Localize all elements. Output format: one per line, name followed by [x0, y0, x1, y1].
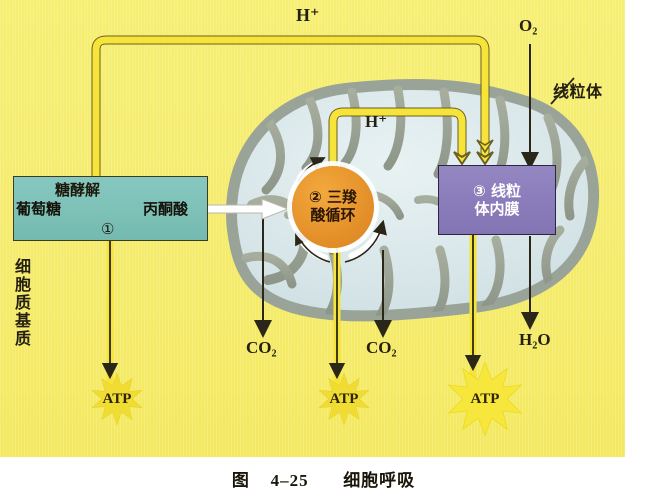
oxygen-label: O₂ — [519, 16, 538, 35]
cytoplasm-char: 基 — [14, 310, 31, 330]
arrow-to-co2-left — [208, 211, 272, 338]
tca-line-2: 酸循环 — [310, 206, 356, 224]
mitochondrion-label: 线粒体 — [553, 82, 603, 101]
inner-membrane-box[interactable]: ③ 线粒 体内膜 — [438, 165, 556, 235]
co2-label-left: CO₂ — [246, 338, 277, 357]
caption-title: 细胞呼吸 — [343, 471, 416, 491]
atp-star-glycolysis: ATP — [86, 372, 148, 426]
glycolysis-title: 糖酵解 — [55, 181, 101, 199]
tca-line-1: ② 三羧 — [309, 188, 357, 207]
inner-membrane-line-2: 体内膜 — [474, 200, 520, 218]
leader-line-mitochondrion — [550, 77, 575, 105]
glucose-label: 葡萄糖 — [16, 200, 62, 218]
cytoplasm-char: 细 — [14, 257, 31, 276]
cytoplasm-char: 胞 — [14, 274, 31, 294]
atp-label: ATP — [470, 390, 500, 407]
atp-burst-icon — [318, 372, 370, 426]
atp-star-tca: ATP — [313, 372, 375, 426]
proton-label-outer: H⁺ — [296, 5, 320, 25]
proton-label-inner: H⁺ — [365, 112, 388, 131]
proton-arrow-inner-tip — [453, 151, 471, 166]
proton-loop-outer — [92, 36, 489, 186]
caption-prefix: 图 — [231, 471, 250, 491]
proton-loop-outer-arrowhead — [476, 139, 494, 154]
figure-caption: 图 4–25 细胞呼吸 — [0, 466, 647, 491]
cytoplasm-char: 质 — [14, 328, 31, 348]
atp-label: ATP — [102, 390, 132, 407]
cytoplasm-char: 质 — [14, 292, 31, 312]
atp-label: ATP — [329, 390, 359, 407]
pyruvate-label: 丙酮酸 — [143, 200, 189, 218]
inner-membrane-line-1: ③ 线粒 — [473, 182, 521, 200]
proton-loop-inner — [329, 108, 466, 254]
water-label: H₂O — [519, 330, 551, 349]
tca-cycle-arrow-outlines — [295, 157, 387, 263]
cytoplasm-matrix-label: 细 胞 质 基 质 — [12, 258, 34, 348]
co2-label-right: CO₂ — [366, 338, 397, 357]
glycolysis-box[interactable] — [13, 176, 208, 241]
atp-burst-icon — [447, 362, 523, 436]
tca-cycle-circle[interactable]: ② 三羧 酸循环 — [292, 166, 374, 248]
proton-arrow-outer-tip — [476, 151, 494, 166]
step-marker-one: ① — [101, 222, 115, 238]
caption-number: 4–25 — [270, 471, 309, 490]
atp-burst-icon — [91, 372, 143, 426]
atp-star-oxidative-phosphorylation: ATP — [443, 362, 527, 436]
